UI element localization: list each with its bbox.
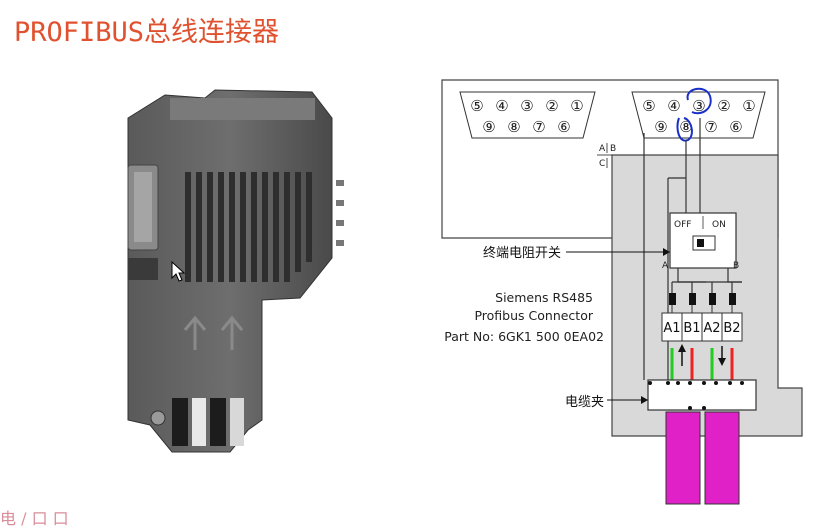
terminal-b1: B1 bbox=[683, 321, 700, 336]
cable-clamp bbox=[647, 379, 757, 411]
pin-2-right: ② bbox=[717, 97, 730, 115]
sub-d-right: ⑤ ④ ③ ② ① ⑨ ⑧ ⑦ ⑥ bbox=[631, 87, 766, 142]
pin-5-right: ⑤ bbox=[642, 97, 655, 115]
pin-9-right: ⑨ bbox=[654, 118, 667, 136]
part-number: Part No: 6GK1 500 0EA02 bbox=[444, 329, 604, 344]
page-title: PROFIBUS总线连接器 bbox=[14, 17, 280, 48]
terminal-a1: A1 bbox=[663, 321, 680, 336]
pin-9-left: ⑨ bbox=[482, 118, 495, 136]
pin-6-left: ⑥ bbox=[557, 118, 570, 136]
svg-text:A: A bbox=[599, 144, 606, 154]
line-b-label: B bbox=[733, 261, 739, 271]
switch-on-label: ON bbox=[712, 220, 726, 230]
pin-3-right: ③ bbox=[692, 97, 705, 115]
pin-1-right: ① bbox=[742, 97, 755, 115]
colored-wires bbox=[670, 348, 734, 380]
pin-4-left: ④ bbox=[495, 97, 508, 115]
bus-lines bbox=[671, 268, 742, 293]
pcb-board bbox=[611, 154, 803, 437]
pin-2-left: ② bbox=[545, 97, 558, 115]
pin-5-left: ⑤ bbox=[470, 97, 483, 115]
sub-d-left: ⑤ ④ ③ ② ① ⑨ ⑧ ⑦ ⑥ bbox=[459, 91, 596, 139]
siemens-info: Siemens RS485 Profibus Connector Part No… bbox=[444, 290, 604, 344]
pin-8-left: ⑧ bbox=[507, 118, 520, 136]
terminator-switch: OFF ON bbox=[669, 212, 737, 269]
abc-marks: A B C bbox=[597, 143, 616, 169]
siemens-line1: Siemens RS485 bbox=[495, 290, 593, 305]
terminal-blocks: A1 B1 A2 B2 bbox=[661, 312, 743, 342]
pin-4-right: ④ bbox=[667, 97, 680, 115]
footer-text: 电 / 口 口 bbox=[0, 509, 69, 528]
switch-off-label: OFF bbox=[674, 220, 691, 230]
scribble-circle-pin8 bbox=[676, 117, 693, 142]
resistor-leads bbox=[671, 305, 733, 313]
internal-wiring bbox=[643, 118, 701, 380]
scribble-circle-pin3 bbox=[686, 87, 712, 115]
connector-photo bbox=[127, 89, 344, 453]
pin-1-left: ① bbox=[570, 97, 583, 115]
pin-7-right: ⑦ bbox=[704, 118, 717, 136]
term-switch-label: 终端电阻开关 bbox=[483, 245, 561, 261]
pin-3-left: ③ bbox=[520, 97, 533, 115]
cable-arrows bbox=[678, 344, 726, 366]
line-a-label: A bbox=[662, 261, 669, 271]
resistors bbox=[669, 293, 736, 305]
cable-clamp-label: 电缆夹 bbox=[565, 394, 604, 410]
svg-text:C: C bbox=[599, 159, 605, 169]
terminal-b2: B2 bbox=[723, 321, 740, 336]
siemens-line2: Profibus Connector bbox=[474, 308, 593, 323]
terminal-a2: A2 bbox=[703, 321, 720, 336]
pin-7-left: ⑦ bbox=[532, 118, 545, 136]
svg-text:B: B bbox=[610, 144, 616, 154]
profibus-cables bbox=[665, 411, 740, 505]
pin-6-right: ⑥ bbox=[729, 118, 742, 136]
